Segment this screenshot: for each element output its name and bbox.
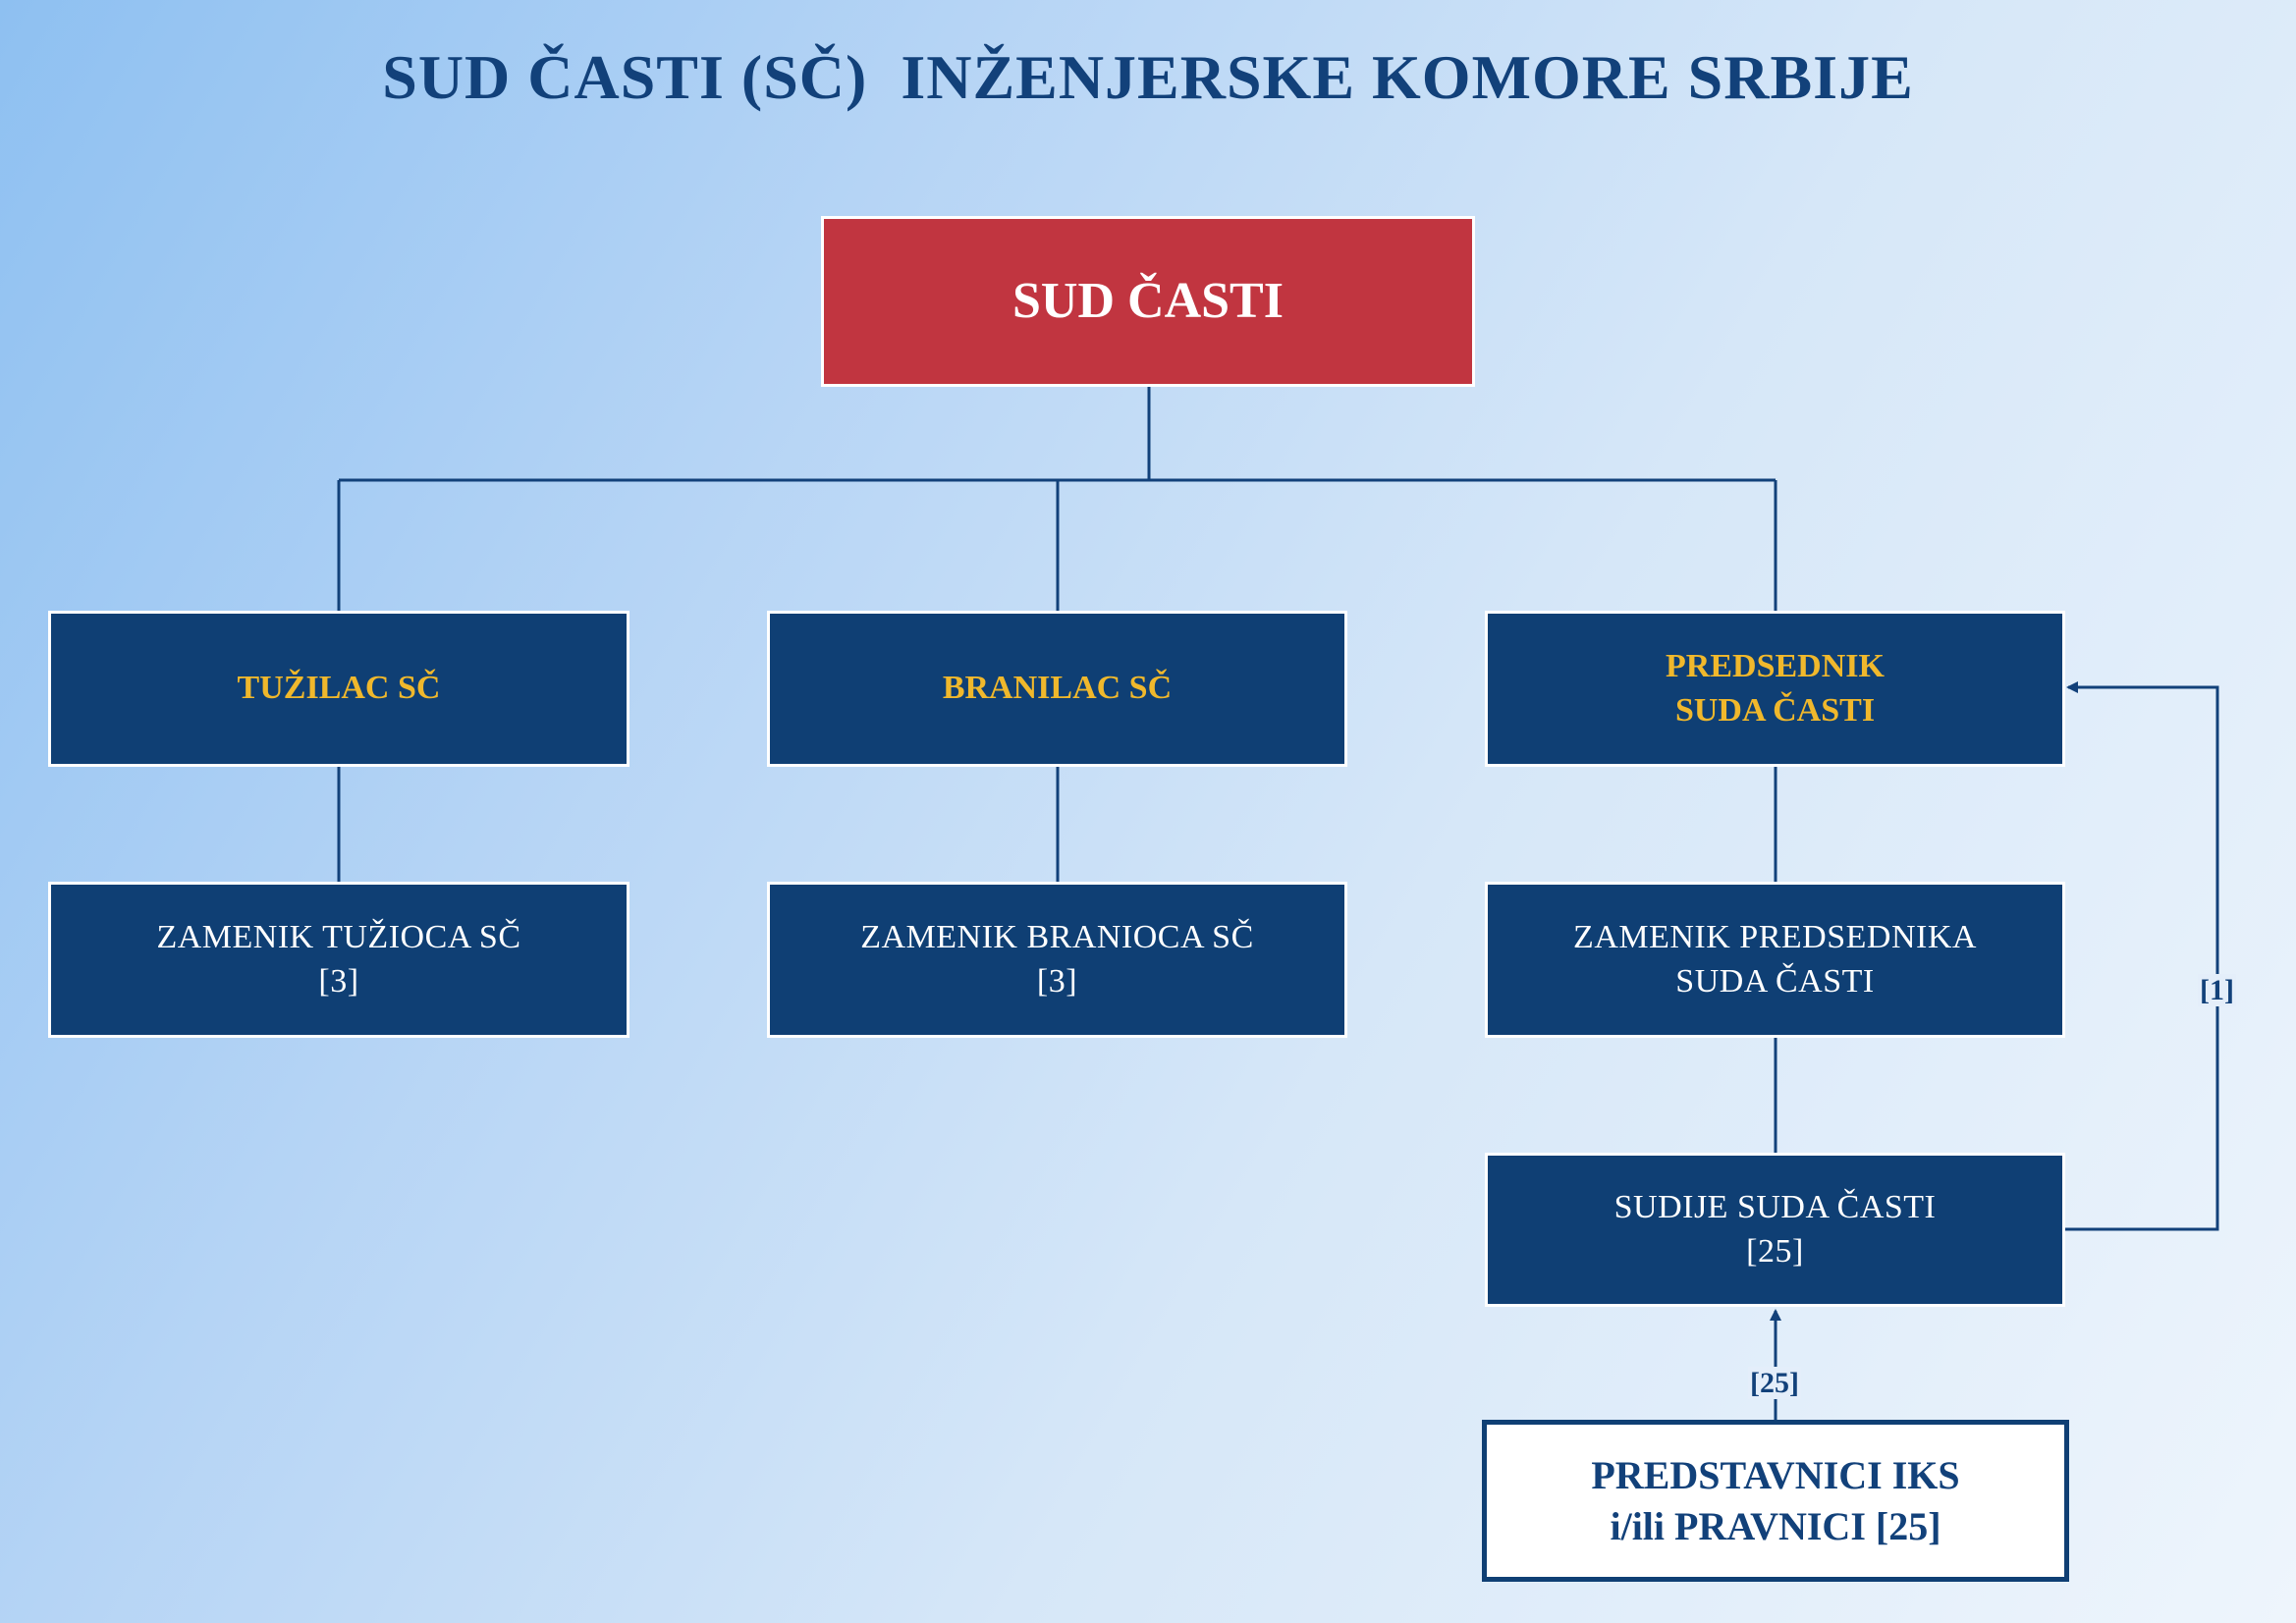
node-branilac-label: BRANILAC SČ [942,670,1173,707]
node-predstavnici: PREDSTAVNICI IKS i/ili PRAVNICI [25] [1482,1420,2069,1582]
node-sudije: SUDIJE SUDA ČASTI [25] [1485,1153,2065,1307]
node-predstavnici-line2: i/ili PRAVNICI [25] [1610,1503,1941,1548]
node-sud-casti: SUD ČASTI [821,216,1475,387]
node-predstavnici-line1: PREDSTAVNICI IKS [1591,1452,1960,1497]
node-zamenik-predsednika-line2: SUDA ČASTI [1675,962,1875,1000]
node-sudije-line2: [25] [1746,1232,1804,1270]
node-zamenik-branioca-line2: [3] [1036,962,1078,1000]
edge-label-judges-to-president: [1] [2198,974,2236,1006]
node-branilac: BRANILAC SČ [767,611,1347,767]
node-zamenik-branioca-line1: ZAMENIK BRANIOCA SČ [860,919,1254,956]
edge-label-representatives-to-judges: [25] [1748,1367,1801,1399]
node-zamenik-tuzioca: ZAMENIK TUŽIOCA SČ [3] [48,882,629,1038]
connector-judges-to-president [2064,681,2219,1231]
node-zamenik-predsednika-line1: ZAMENIK PREDSEDNIKA [1573,919,1977,956]
node-sudije-line1: SUDIJE SUDA ČASTI [1613,1189,1937,1226]
node-zamenik-branioca: ZAMENIK BRANIOCA SČ [3] [767,882,1347,1038]
node-tuzilac-label: TUŽILAC SČ [237,670,441,707]
node-sud-casti-label: SUD ČASTI [1012,273,1284,330]
node-zamenik-predsednika: ZAMENIK PREDSEDNIKA SUDA ČASTI [1485,882,2065,1038]
node-predsednik-line1: PREDSEDNIK [1666,648,1885,685]
node-tuzilac: TUŽILAC SČ [48,611,629,767]
node-zamenik-tuzioca-line2: [3] [318,962,359,1000]
node-zamenik-tuzioca-line1: ZAMENIK TUŽIOCA SČ [156,919,521,956]
node-predsednik-line2: SUDA ČASTI [1674,691,1876,729]
node-predsednik: PREDSEDNIK SUDA ČASTI [1485,611,2065,767]
page-title: SUD ČASTI (SČ) INŽENJERSKE KOMORE SRBIJE [382,42,1914,112]
